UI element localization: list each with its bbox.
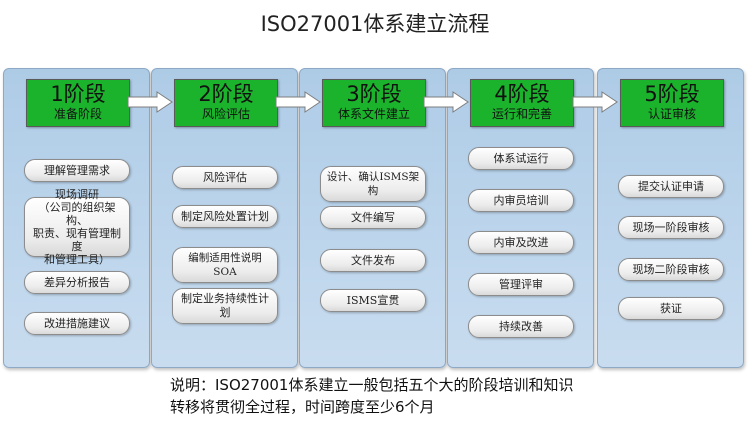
step-box: 获证 [618,297,724,320]
footnote: 说明：ISO27001体系建立一般包括五个大的阶段培训和知识 转移将贯彻全过程，… [170,374,573,418]
footnote-line-1: 说明：ISO27001体系建立一般包括五个大的阶段培训和知识 [170,376,574,394]
step-box: 内审员培训 [468,189,574,212]
page-title: ISO27001体系建立流程 [260,12,490,36]
step-box: 改进措施建议 [24,312,130,335]
step-box: 现场二阶段审核 [618,258,724,281]
step-box: 持续改善 [468,315,574,338]
step-box: 文件编写 [320,206,426,229]
phase-number: 1阶段 [50,82,106,106]
step-box: 体系试运行 [468,147,574,170]
step-box: 制定业务持续性计划 [172,288,278,324]
step-line: 和管理工具） [44,253,110,266]
phase-name: 风险评估 [201,107,250,121]
phase-name: 准备阶段 [53,107,102,121]
phase-number: 3阶段 [346,82,402,106]
phase-column-5: 5阶段 认证审核 提交认证申请 现场一阶段审核 现场二阶段审核 获证 [597,68,744,368]
arrow-right-icon [423,91,469,113]
arrow-right-icon [275,91,321,113]
step-box: 理解管理需求 [24,159,130,182]
step-box: 提交认证申请 [618,175,724,198]
phase-name: 认证审核 [647,107,696,121]
phase-column-3: 3阶段 体系文件建立 设计、确认ISMS架构 文件编写 文件发布 ISMS宣贯 [299,68,446,368]
phase-name: 运行和完善 [491,107,552,121]
phase-header-2: 2阶段 风险评估 [174,79,278,127]
step-box: 现场调研 （公司的组织架构、 职责、现有管理制度 和管理工具） [24,188,130,266]
phase-number: 2阶段 [198,82,254,106]
phase-header-4: 4阶段 运行和完善 [470,79,574,127]
step-box: 文件发布 [320,249,426,272]
step-box: 内审及改进 [468,231,574,254]
phase-column-4: 4阶段 运行和完善 体系试运行 内审员培训 内审及改进 管理评审 持续改善 [447,68,594,368]
step-line: （公司的组织架构、 [38,201,116,227]
footnote-line-2: 转移将贯彻全过程，时间跨度至少6个月 [170,398,435,416]
phase-name: 体系文件建立 [337,107,410,121]
step-line: 现场调研 [55,188,99,201]
step-box: 管理评审 [468,273,574,296]
step-box: 设计、确认ISMS架构 [320,166,426,202]
arrow-right-icon [572,91,618,113]
step-box: 风险评估 [172,166,278,189]
step-box: ISMS宣贯 [320,289,426,312]
phase-header-5: 5阶段 认证审核 [620,79,724,127]
step-line: 职责、现有管理制度 [33,227,121,253]
step-box: 制定风险处置计划 [172,205,278,228]
step-box: 现场一阶段审核 [618,216,724,239]
phase-column-1: 1阶段 准备阶段 理解管理需求 现场调研 （公司的组织架构、 职责、现有管理制度… [3,68,150,368]
phase-header-1: 1阶段 准备阶段 [26,79,130,127]
step-box: 编制适用性说明SOA [172,247,278,283]
phase-number: 4阶段 [494,82,550,106]
step-box: 差异分析报告 [24,271,130,294]
phase-header-3: 3阶段 体系文件建立 [322,79,426,127]
phase-column-2: 2阶段 风险评估 风险评估 制定风险处置计划 编制适用性说明SOA 制定业务持续… [151,68,298,368]
arrow-right-icon [127,91,173,113]
phase-number: 5阶段 [644,82,700,106]
